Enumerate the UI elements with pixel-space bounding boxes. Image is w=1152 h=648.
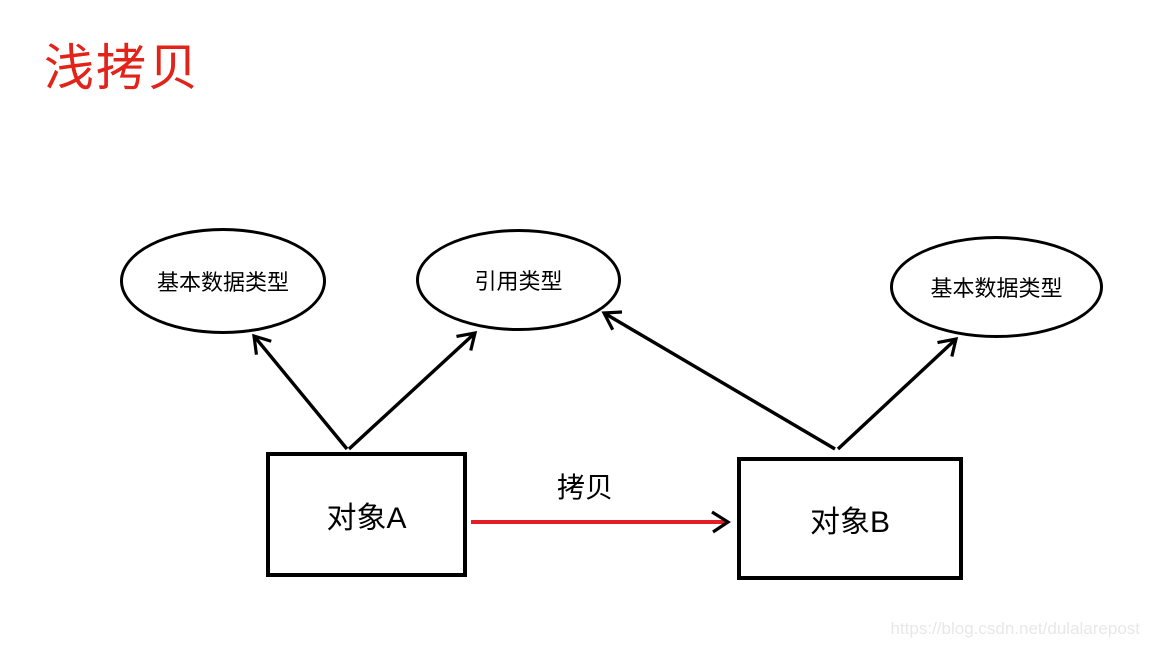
watermark: https://blog.csdn.net/dulalarepost bbox=[890, 619, 1141, 638]
ellipse-basic-type-left: 基本数据类型 bbox=[120, 228, 326, 334]
object-b-label: 对象B bbox=[809, 505, 890, 539]
arrow-objectB-to-basic-right bbox=[836, 336, 959, 451]
arrow-objectA-to-reference bbox=[347, 330, 478, 451]
object-a-box: 对象A bbox=[266, 452, 467, 577]
copy-arrow-label: 拷贝 bbox=[556, 472, 613, 503]
ellipse-label: 基本数据类型 bbox=[156, 270, 289, 295]
ellipse-reference-type: 引用类型 bbox=[416, 229, 621, 331]
ellipse-label: 基本数据类型 bbox=[930, 276, 1063, 301]
ellipse-label: 引用类型 bbox=[474, 269, 563, 294]
ellipse-basic-type-right: 基本数据类型 bbox=[890, 236, 1103, 338]
arrow-objectB-to-reference bbox=[601, 310, 836, 451]
object-b-box: 对象B bbox=[737, 457, 963, 580]
page-title: 浅拷贝 bbox=[44, 40, 200, 96]
object-a-label: 对象A bbox=[326, 501, 407, 535]
arrow-objectA-to-basic-left bbox=[252, 333, 349, 451]
